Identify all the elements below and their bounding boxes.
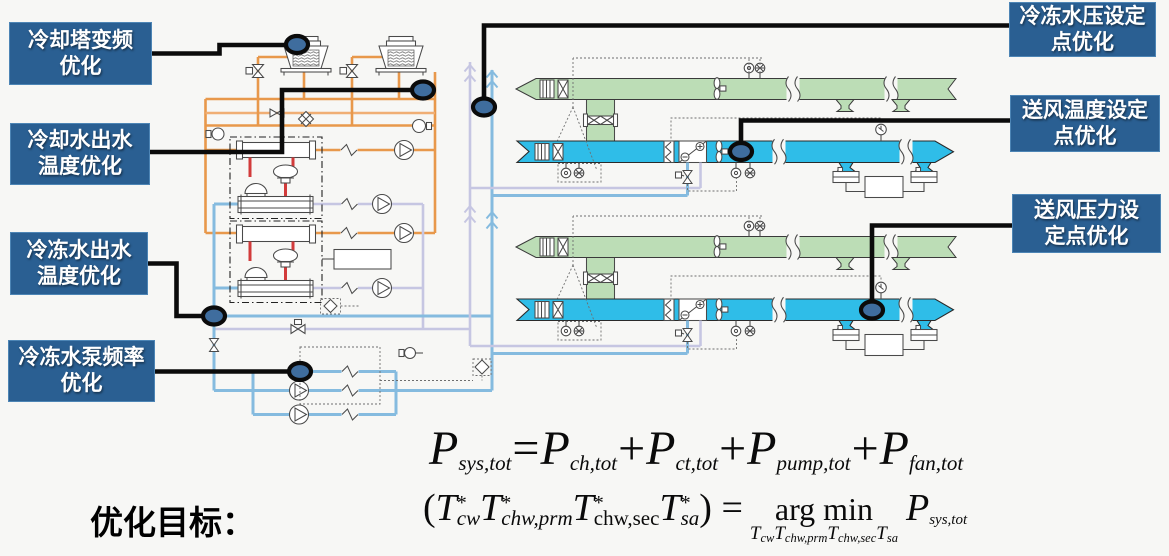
tower-valve-1 [245,63,265,79]
label-line: 温度优化 [38,155,122,178]
secondary-chw-loop [212,202,492,416]
primary-chw-loop [214,202,470,331]
label-supply-air-pressure-setpoint: 送风压力设 定点优化 [1012,194,1161,253]
anchor-supply-air-temp [727,140,755,163]
label-line: 优化 [60,372,103,395]
anchor-supply-air-pressure [858,299,886,321]
ahu-2 [470,216,956,356]
anchor-chw-pressure [470,96,498,118]
label-supply-air-temp-setpoint: 送风温度设定 点优化 [1010,95,1160,152]
formula-power-balance: Psys,tot=Pch,tot+Pct,tot+Ppump,tot+Pfan,… [429,422,964,476]
label-line: 定点优化 [1044,224,1129,248]
chiller-plant [204,35,492,425]
label-line: 冷却塔变频 [28,28,133,52]
callout-line-cooling-water-temp [150,87,413,155]
callout-lines [148,23,1012,374]
primary-pumps [340,193,393,299]
label-line: 送风温度设定 [1022,98,1148,122]
label-chw-pressure-setpoint: 冷冻水压设定 点优化 [1009,2,1156,57]
chw-risers [380,62,499,391]
callout-line-chilled-water-temp [148,261,204,319]
secondary-pumps [288,346,381,425]
label-line: 冷冻水压设定 [1019,4,1146,28]
label-line: 冷却水出水 [27,129,133,152]
label-line: 优化 [59,54,102,78]
anchor-cooling-water [409,79,437,101]
label-chilled-water-pump-freq: 冷冻水泵频率 优化 [8,340,155,402]
label-line: 点优化 [1053,124,1117,148]
label-line: 冷冻水泵频率 [18,346,145,369]
label-line: 温度优化 [37,264,121,288]
callout-line-cooling-tower-vfd [152,42,287,56]
cooling-tower-2 [375,35,427,77]
label-line: 送风压力设 [1034,198,1139,222]
label-cooling-tower-vfd: 冷却塔变频 优化 [9,22,152,85]
callout-line-chw-pressure [481,23,1009,100]
anchor-pump [286,360,314,383]
anchor-markers [200,33,886,383]
optimization-objective-title: 优化目标： [90,504,255,541]
ahu-1 [470,58,956,198]
callout-line-supply-air-temp [738,118,1010,144]
anchor-chilled-water [200,305,228,327]
chiller-1 [228,135,324,220]
chiller-2 [228,219,324,304]
label-line: 点优化 [1051,30,1114,54]
label-chilled-water-outlet-temp: 冷冻水出水 温度优化 [10,232,148,295]
tower-valve-2 [339,63,359,79]
label-cooling-water-outlet-temp: 冷却水出水 温度优化 [10,123,150,185]
plant-instruments [205,108,433,360]
condenser-pumps [340,139,415,244]
callout-line-supply-air-pressure [869,223,1012,303]
anchor-cooling-tower [283,33,311,56]
label-line: 冷冻水出水 [26,238,132,262]
